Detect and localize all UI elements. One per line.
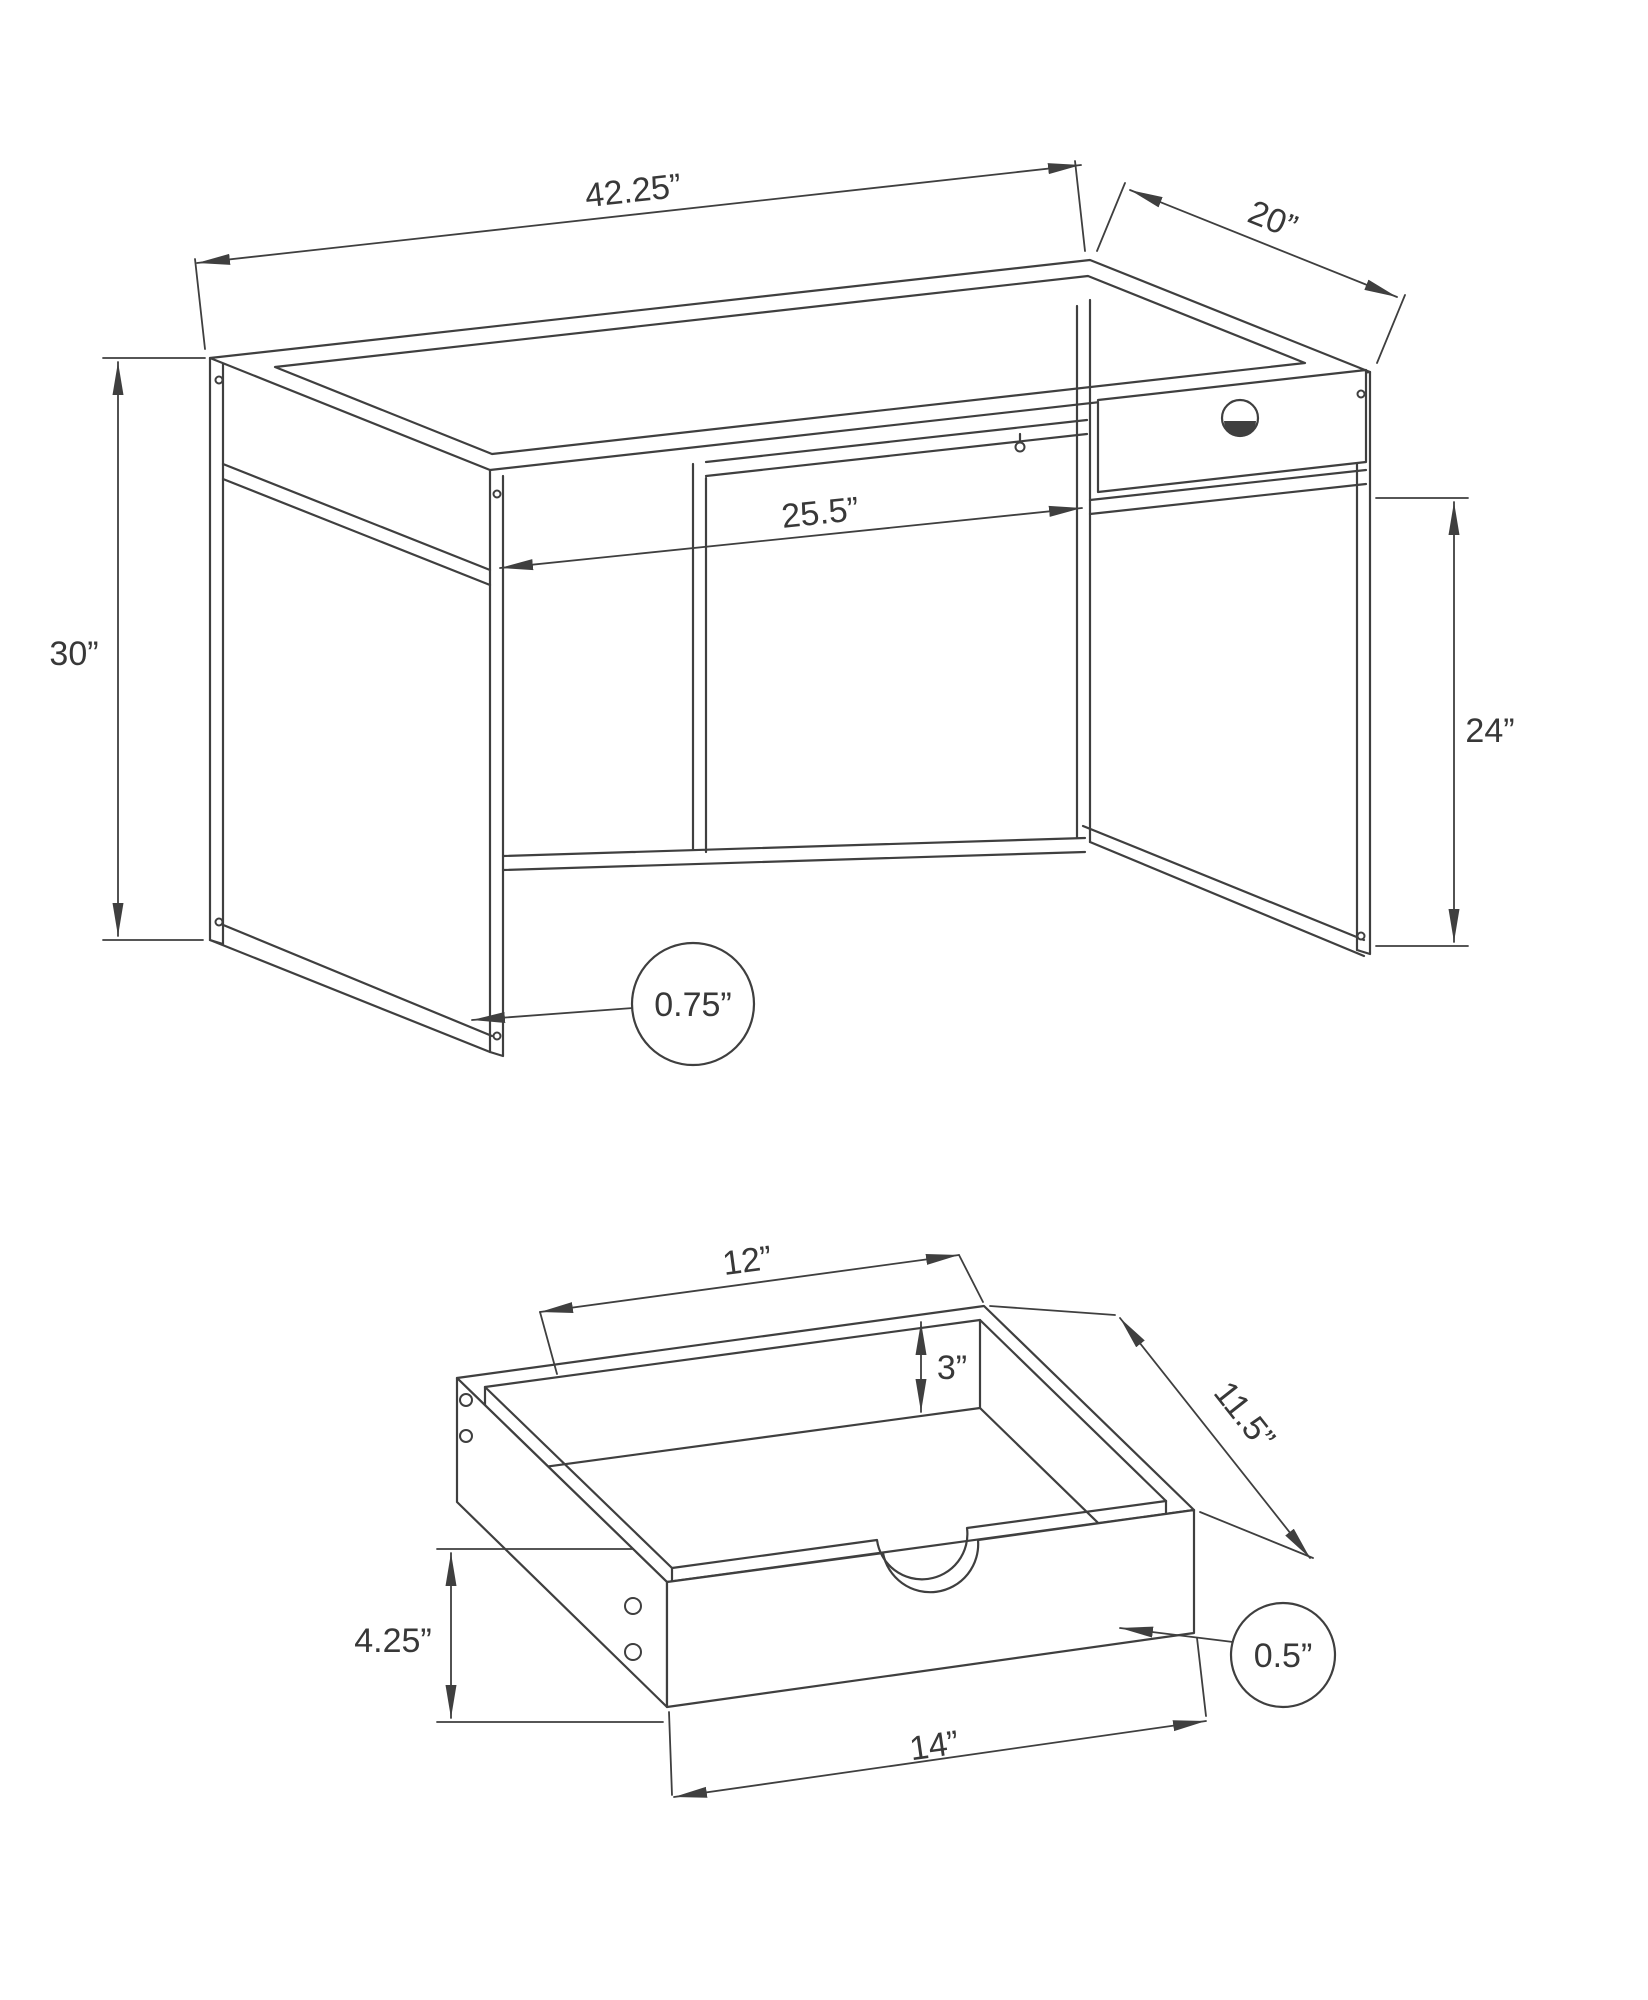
dim-drawer-outer-width: 14” [668,1637,1207,1798]
callout-leader-line [471,1007,634,1024]
desk-frame-thickness-label: 0.75” [654,986,732,1024]
dim-arrow-line [1119,1317,1311,1559]
drawer-outer-width-label: 14” [907,1724,961,1769]
dim-arrow-line [539,1253,960,1314]
dim-desk-clearance-height: 24” [1375,497,1515,947]
drawer-panel-thickness-label: 0.5” [1254,1637,1313,1675]
dim-arrow-line [196,163,1082,265]
drawer-front-inner-top-edge [670,1499,1168,1581]
callout-leader-line [1119,1626,1234,1643]
dim-desk-height: 30” [49,357,206,941]
callout-circle [630,941,756,1067]
callout-circle [1229,1601,1337,1709]
desk-clearance-height-label: 24” [1465,712,1514,750]
dim-extension-lines [1096,182,1406,364]
desk-top-width-label: 42.25” [583,167,683,215]
dim-drawer-front-height: 4.25” [354,1548,664,1723]
drawer-isometric-view: 12” 3” 11.5” 4.25” 0.5” 14” [354,1239,1337,1798]
drawer-inner-width-label: 12” [720,1239,774,1283]
desk-top-inner-edge [273,274,1307,456]
desk-height-label: 30” [49,635,98,673]
dim-drawer-panel-thickness: 0.5” [1119,1601,1337,1709]
dim-extension-lines [539,1254,984,1375]
dim-desk-frame-thickness: 0.75” [471,941,756,1067]
desk-frame-rails [208,418,1368,1054]
dim-extension-lines [436,1548,664,1723]
desk-opening-width-label: 25.5” [780,490,861,536]
dim-extension-lines [1375,497,1469,947]
drawer-front-panel [665,1508,1196,1709]
drawer-screw-holes [459,1393,642,1661]
desk-screw-details [214,375,1366,1041]
dim-drawer-inner-width: 12” [539,1239,984,1375]
drawer-rim-inner-edge [483,1318,1168,1570]
dim-arrow-line [673,1720,1207,1798]
drawer-finger-hole-shadow [1224,421,1256,437]
dim-arrow-line [1129,189,1398,298]
drawer-front-height-label: 4.25” [354,1622,432,1660]
dim-desk-opening-width: 25.5” [499,490,1083,571]
dim-extension-lines [668,1637,1207,1796]
dim-drawer-inner-depth: 3” [915,1321,967,1413]
drawer-diagonal-depth-label: 11.5” [1206,1374,1282,1456]
dim-arrow-line [499,505,1083,571]
drawer-inner-depth-label: 3” [937,1349,967,1387]
dim-extension-lines [102,357,206,941]
desk-isometric-view: 42.25” 20” 30” 25.5” 24” 0. [49,160,1515,1067]
dim-desk-top-width: 42.25” [194,160,1086,350]
